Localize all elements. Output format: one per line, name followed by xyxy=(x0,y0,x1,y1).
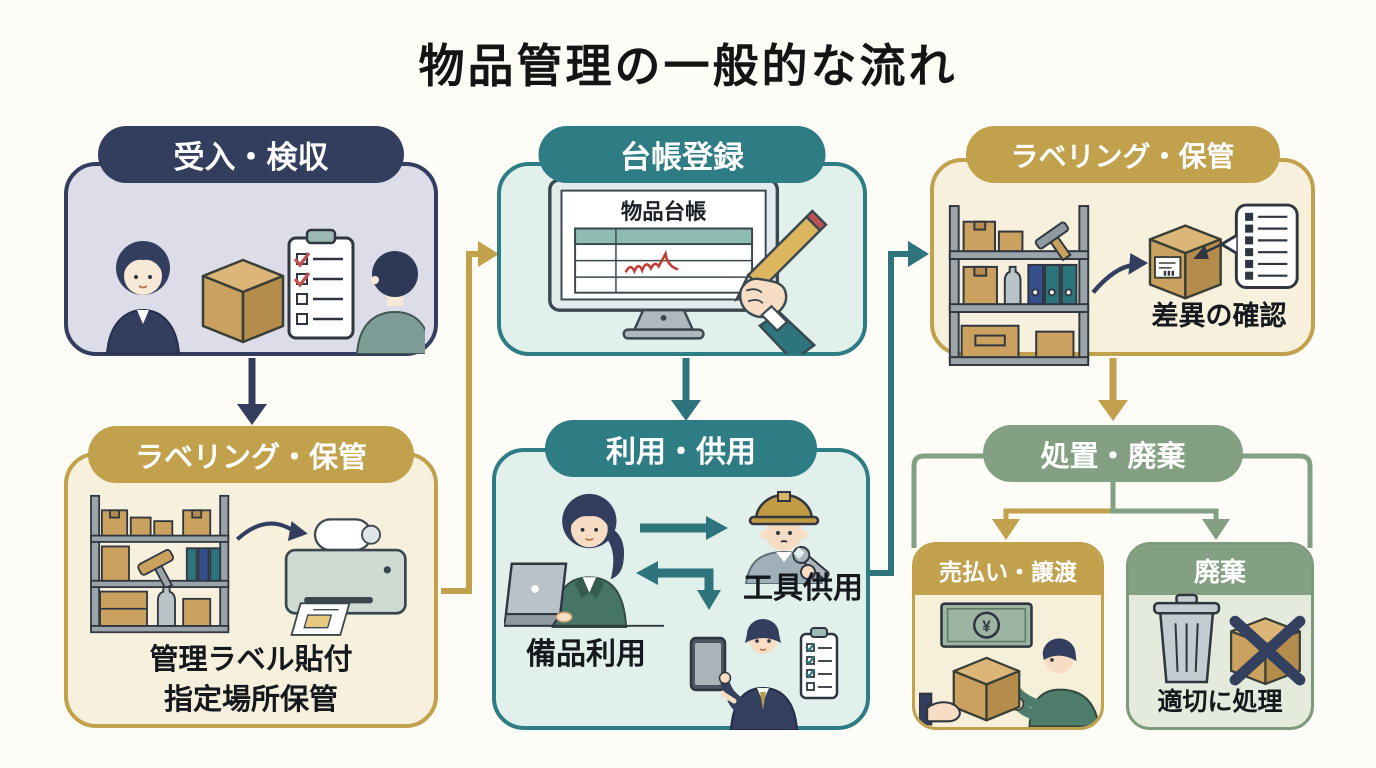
exchange-arrows-icon xyxy=(636,516,728,610)
box-discard: 廃棄 適切に処理 xyxy=(1126,542,1314,730)
box-sale: 売払い・譲渡 ¥ xyxy=(912,542,1104,730)
box-labeling: ラベリング・保管 xyxy=(64,426,438,728)
inventory-note: 差異の確認 xyxy=(1151,301,1287,331)
hand-writing-icon xyxy=(734,209,828,354)
arrow-disposal-to-discard xyxy=(1110,508,1230,540)
woman-with-laptop-icon xyxy=(504,493,664,628)
box-sale-header: 売払い・譲渡 xyxy=(915,545,1101,595)
box-usage: 利用・供用 xyxy=(492,420,870,730)
box-receiving: 受入・検収 xyxy=(64,126,438,356)
disposal-bracket xyxy=(911,453,1313,548)
box-discard-header: 廃棄 xyxy=(1129,545,1311,595)
box-inventory: ラベリング・保管 xyxy=(930,126,1315,366)
box-labeling-header: ラベリング・保管 xyxy=(88,426,414,483)
worker-with-wrench-icon xyxy=(744,491,830,584)
arrow-inventory-to-disposal xyxy=(1098,358,1128,421)
receiver-icon xyxy=(1006,638,1099,727)
box-inventory-header: ラベリング・保管 xyxy=(965,126,1280,183)
yen-glyph: ¥ xyxy=(982,618,991,635)
arrow-disposal-to-sale xyxy=(992,508,1116,540)
inspector-icon xyxy=(355,251,425,354)
storage-shelf-icon xyxy=(90,494,230,634)
connector-labeling-to-ledger xyxy=(441,241,499,594)
shelf-to-box-arrow-icon xyxy=(1091,253,1149,294)
cardboard-box-icon xyxy=(201,258,285,344)
banknote-icon: ¥ xyxy=(940,602,1033,648)
arrow-receiving-to-labeling xyxy=(237,358,267,425)
label-printer-icon xyxy=(284,518,407,636)
crossed-box-icon xyxy=(1229,615,1306,686)
box-disposal-header: 処置・廃棄 xyxy=(983,425,1243,482)
checklist-bubble-icon xyxy=(1193,203,1299,289)
handwriting-scribble xyxy=(624,249,679,275)
labeling-note-2: 指定場所保管 xyxy=(163,684,338,716)
handover-box-icon xyxy=(952,656,1021,722)
screen-title: 物品台帳 xyxy=(621,199,707,224)
storage-shelf-icon xyxy=(948,205,1090,366)
box-receiving-header: 受入・検収 xyxy=(98,126,404,183)
labeled-box-icon xyxy=(1148,224,1222,300)
arrow-ledger-to-usage xyxy=(671,358,701,421)
box-ledger: 台帳登録 物品台帳 xyxy=(497,126,867,356)
discard-note: 適切に処理 xyxy=(1157,688,1283,716)
box-ledger-header: 台帳登録 xyxy=(538,126,826,183)
labeling-note-1: 管理ラベル貼付 xyxy=(149,644,353,676)
page-title: 物品管理の一般的な流れ xyxy=(418,40,958,92)
usage-tools-label: 工具供用 xyxy=(743,572,863,605)
man-with-tablet-icon xyxy=(689,619,839,730)
checklist-clipboard-icon xyxy=(799,627,839,700)
connector-usage-to-inventory xyxy=(869,241,929,576)
pc-monitor-icon: 物品台帳 xyxy=(548,178,780,340)
usage-equipment-label: 備品利用 xyxy=(526,638,646,671)
box-usage-header: 利用・供用 xyxy=(545,420,817,477)
giver-hand-icon xyxy=(919,692,961,726)
shelf-to-printer-arrow-icon xyxy=(235,521,308,542)
trash-can-icon xyxy=(1152,593,1221,684)
inspection-checklist-icon xyxy=(287,228,355,340)
woman-staff-icon xyxy=(105,241,181,354)
cross-mark xyxy=(1229,615,1306,686)
